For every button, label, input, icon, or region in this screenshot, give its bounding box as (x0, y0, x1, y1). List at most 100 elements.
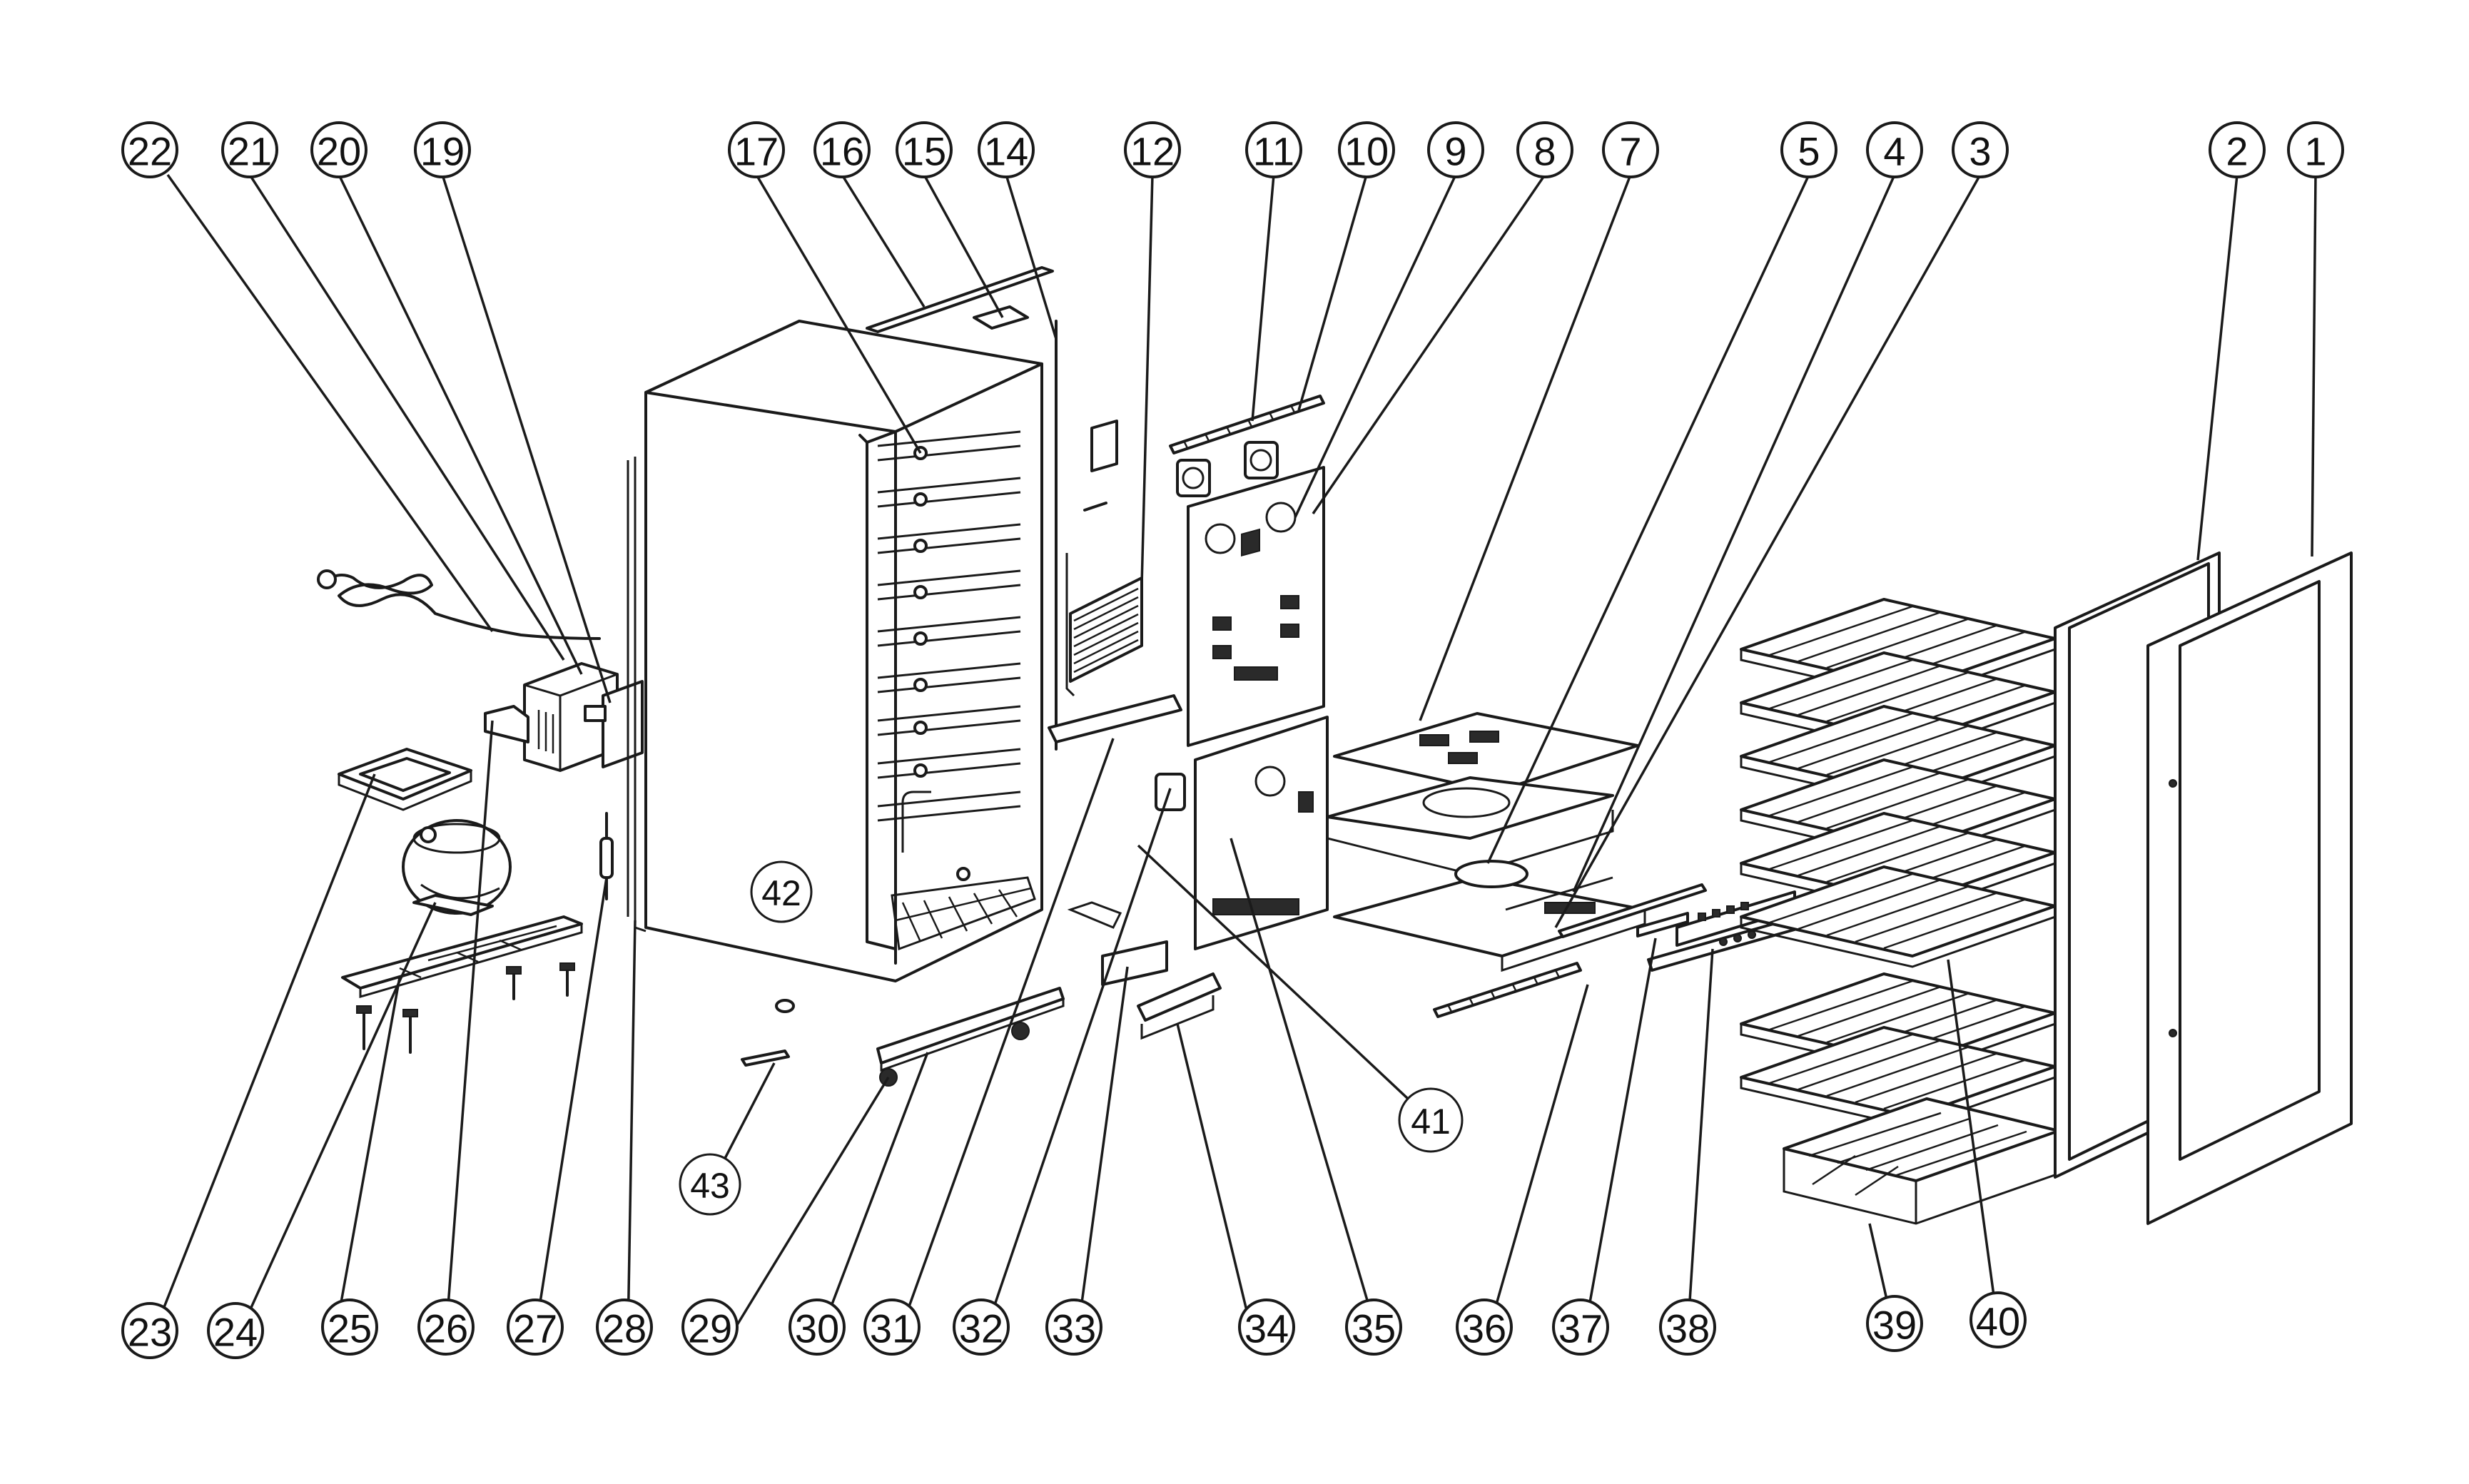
callout-28: 28 (596, 1298, 653, 1356)
svg-text:34: 34 (1244, 1306, 1289, 1351)
svg-text:8: 8 (1533, 129, 1556, 174)
svg-text:25: 25 (328, 1306, 372, 1351)
callout-39: 39 (1866, 1295, 1923, 1352)
fans-upper (1176, 441, 1279, 497)
fan-bracket-lower (1433, 962, 1582, 1018)
base-module (1333, 860, 1646, 972)
callout-7: 7 (1602, 121, 1659, 178)
small-bracket (1067, 901, 1122, 929)
kick-plate (876, 987, 1065, 1072)
callout-24: 24 (207, 1302, 264, 1359)
callout-11: 11 (1245, 121, 1302, 178)
callout-16: 16 (813, 121, 871, 178)
svg-text:4: 4 (1883, 129, 1905, 174)
svg-text:11: 11 (1253, 129, 1294, 174)
callout-21: 21 (221, 121, 278, 178)
callout-36: 36 (1456, 1298, 1513, 1356)
callout-22: 22 (121, 121, 178, 178)
drip-tray (338, 748, 472, 811)
svg-text:5: 5 (1798, 129, 1820, 174)
callout-40: 40 (1969, 1291, 2027, 1348)
drain-tray (1048, 694, 1182, 743)
callout-2: 2 (2209, 121, 2266, 178)
svg-text:14: 14 (984, 129, 1028, 174)
fan-bracket-upper (1169, 395, 1325, 454)
svg-text:35: 35 (1352, 1306, 1396, 1351)
svg-text:19: 19 (420, 129, 465, 174)
svg-text:32: 32 (959, 1306, 1003, 1351)
callout-41: 41 (1398, 1087, 1464, 1153)
svg-text:9: 9 (1444, 129, 1466, 174)
svg-text:40: 40 (1976, 1299, 2020, 1344)
light-bar (1558, 883, 1707, 938)
callout-29: 29 (681, 1298, 739, 1356)
callout-27: 27 (507, 1298, 564, 1356)
svg-text:29: 29 (688, 1306, 732, 1351)
svg-text:43: 43 (690, 1166, 730, 1206)
fan-cover-lower (1194, 716, 1329, 950)
svg-text:38: 38 (1666, 1306, 1710, 1351)
callout-31: 31 (863, 1298, 921, 1356)
callout-20: 20 (310, 121, 367, 178)
rail-pins (913, 446, 970, 881)
callout-42: 42 (750, 860, 813, 923)
callout-3: 3 (1952, 121, 2009, 178)
callout-23: 23 (121, 1302, 178, 1359)
svg-text:10: 10 (1344, 129, 1389, 174)
svg-text:22: 22 (128, 129, 172, 174)
shelf-rails (877, 430, 1021, 822)
svg-text:1: 1 (2304, 129, 2326, 174)
callout-38: 38 (1659, 1298, 1716, 1356)
filter-drier (599, 812, 614, 900)
fan-cover-upper (1187, 466, 1325, 747)
svg-text:27: 27 (513, 1306, 557, 1351)
callout-14: 14 (978, 121, 1035, 178)
svg-text:31: 31 (870, 1306, 914, 1351)
svg-text:42: 42 (761, 873, 801, 913)
callout-9: 9 (1427, 121, 1484, 178)
screws (356, 962, 575, 1054)
callout-30: 30 (789, 1298, 846, 1356)
svg-text:28: 28 (602, 1306, 647, 1351)
callouts: 1 2 3 4 5 7 8 9 10 11 12 14 15 16 17 19 … (121, 121, 2344, 1359)
svg-text:33: 33 (1052, 1306, 1096, 1351)
callout-37: 37 (1552, 1298, 1609, 1356)
cabinet (627, 320, 1043, 982)
callout-25: 25 (321, 1298, 378, 1356)
callout-1: 1 (2287, 121, 2344, 178)
wine-shelves (1740, 598, 2057, 1129)
callout-5: 5 (1780, 121, 1837, 178)
callout-17: 17 (728, 121, 785, 178)
svg-text:20: 20 (317, 129, 361, 174)
power-cord (317, 569, 601, 640)
svg-text:3: 3 (1969, 129, 1991, 174)
svg-text:16: 16 (820, 129, 864, 174)
parts-drawing (317, 266, 2353, 1225)
hinge (741, 999, 795, 1067)
svg-text:30: 30 (795, 1306, 839, 1351)
svg-text:36: 36 (1462, 1306, 1506, 1351)
svg-text:15: 15 (902, 129, 946, 174)
svg-text:12: 12 (1130, 129, 1175, 174)
middle-divider (1326, 776, 1614, 875)
svg-text:21: 21 (228, 129, 272, 174)
svg-text:23: 23 (128, 1310, 172, 1355)
svg-text:7: 7 (1619, 129, 1641, 174)
callout-4: 4 (1866, 121, 1923, 178)
callout-19: 19 (414, 121, 471, 178)
callout-10: 10 (1338, 121, 1395, 178)
callout-34: 34 (1238, 1298, 1295, 1356)
leader-lines (152, 173, 2317, 1335)
svg-text:26: 26 (424, 1306, 468, 1351)
svg-text:41: 41 (1411, 1102, 1451, 1142)
callout-12: 12 (1124, 121, 1181, 178)
compressor (402, 819, 512, 916)
display-rack (1783, 1097, 2060, 1225)
compressor-base-plate (341, 915, 583, 1054)
svg-text:2: 2 (2226, 129, 2248, 174)
glass-door (2146, 552, 2353, 1225)
svg-text:24: 24 (213, 1310, 258, 1355)
callout-35: 35 (1345, 1298, 1402, 1356)
evaporator (1065, 420, 1143, 697)
